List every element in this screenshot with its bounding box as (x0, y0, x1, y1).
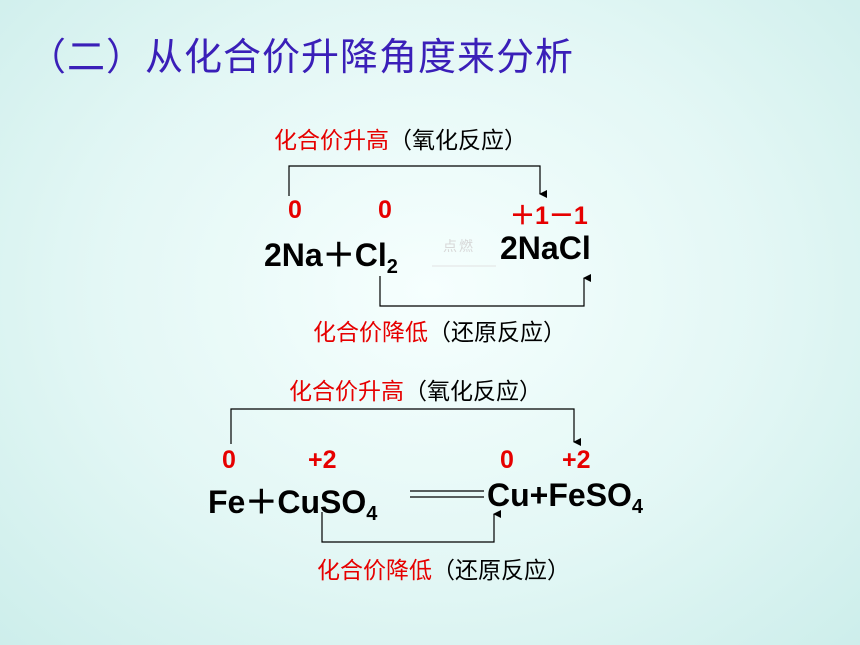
r2-oxidation-label-red: 化合价升高 (289, 379, 404, 405)
r1-oxidation-label-black: （氧化反应） (389, 128, 527, 154)
r1-oxidation-label-red: 化合价升高 (274, 128, 389, 154)
r2-reduction-bracket (321, 510, 501, 543)
r1-reduction-label: 化合价降低（还原反应） (313, 313, 566, 347)
r2-equation-right: Cu+FeSO4 (487, 477, 643, 519)
r2-ox-fe: 0 (222, 446, 236, 474)
r2-oxidation-bracket (230, 408, 581, 446)
r2-cuso4-subscript: 4 (366, 503, 378, 525)
r2-reduction-label-black: （还原反应） (432, 558, 570, 584)
r1-condition: 点燃 (443, 239, 475, 255)
r2-reduction-label-red: 化合价降低 (317, 558, 432, 584)
r1-oxidation-bracket (288, 165, 547, 198)
r1-reduction-label-red: 化合价降低 (313, 320, 428, 346)
r2-oxidation-label-black: （氧化反应） (404, 379, 542, 405)
r1-cl-subscript: 2 (386, 256, 398, 278)
r1-reactants: 2Na＋Cl (264, 237, 387, 273)
r1-ox-na: 0 (288, 196, 302, 224)
r1-ox-product: ＋1－1 (510, 202, 588, 230)
r1-equation-left: 2Na＋Cl2 (264, 230, 398, 279)
r2-ox-cu-product: 0 (500, 446, 514, 474)
r2-equation-left: Fe＋CuSO4 (208, 477, 377, 526)
r1-product: 2NaCl (500, 230, 591, 266)
r2-products: Cu+FeSO (487, 477, 632, 513)
r2-ox-fe-product: +2 (562, 446, 591, 474)
r1-reduction-label-black: （还原反应） (428, 320, 566, 346)
r2-reduction-label: 化合价降低（还原反应） (317, 551, 570, 585)
r2-ox-cu: +2 (308, 446, 337, 474)
r1-oxidation-label: 化合价升高（氧化反应） (274, 121, 527, 155)
r1-reduction-bracket (379, 274, 591, 307)
r2-reactants: Fe＋CuSO (208, 484, 367, 520)
r1-ox-cl: 0 (378, 196, 392, 224)
page-title: （二）从化合价升降角度来分析 (28, 35, 575, 79)
r2-oxidation-label: 化合价升高（氧化反应） (289, 372, 542, 406)
r2-feso4-subscript: 4 (631, 496, 644, 518)
